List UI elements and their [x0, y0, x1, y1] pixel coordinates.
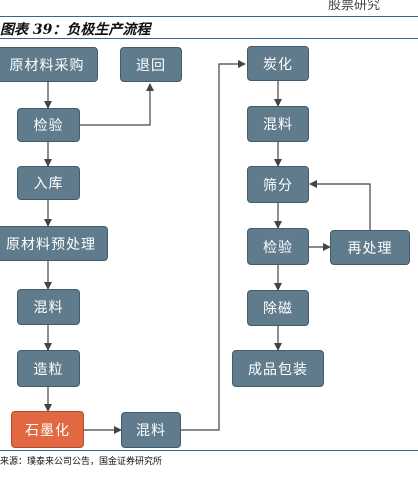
title-top-rule — [0, 16, 418, 17]
page-header-snippet: 股票研究 — [328, 0, 381, 13]
step-raw-material-purchase: 原材料采购 — [0, 47, 98, 82]
step-graphitization: 石墨化 — [11, 411, 84, 448]
source-rule — [0, 450, 418, 451]
step-granulation: 造粒 — [17, 350, 80, 387]
step-demagnetization: 除磁 — [247, 290, 309, 326]
title-bottom-rule — [0, 38, 418, 39]
step-reprocess: 再处理 — [330, 230, 410, 265]
step-inspection-1: 检验 — [17, 108, 80, 142]
step-packaging: 成品包装 — [232, 350, 324, 387]
arrow-inspect-to-return — [80, 83, 154, 126]
step-return: 退回 — [120, 47, 182, 82]
step-mixing-3: 混料 — [247, 106, 309, 142]
arrow-reprocess-to-sieving — [309, 180, 371, 230]
step-raw-material-pretreatment: 原材料预处理 — [0, 226, 108, 261]
step-mixing-1: 混料 — [17, 289, 80, 325]
source-note: 来源：璞泰来公司公告，国金证券研究所 — [0, 457, 163, 467]
step-warehousing: 入库 — [17, 166, 80, 200]
figure-title: 图表 39：负极生产流程 — [0, 22, 151, 38]
step-sieving: 筛分 — [247, 166, 309, 203]
step-mixing-2: 混料 — [121, 412, 181, 448]
arrow-mixing-to-carbonization — [181, 60, 246, 431]
step-inspection-2: 检验 — [247, 228, 309, 265]
step-carbonization: 炭化 — [247, 46, 309, 81]
